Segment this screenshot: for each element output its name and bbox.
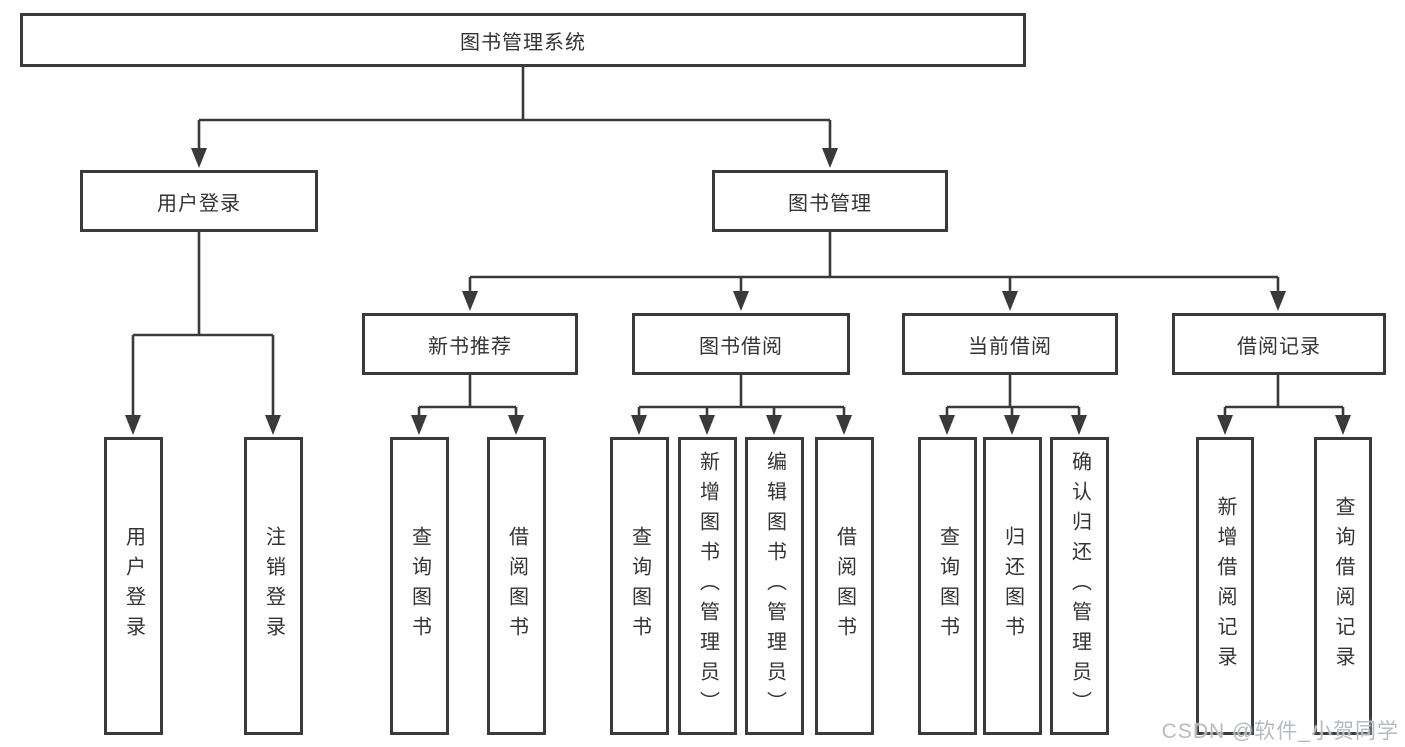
leaf-query-books-current: 查询图书 (918, 437, 977, 735)
node-current-borrow: 当前借阅 (902, 313, 1118, 375)
leaf-user-login: 用户登录 (104, 437, 163, 735)
leaf-label: 新增图书（管理员） (696, 451, 719, 721)
leaf-edit-books-admin: 编辑图书（管理员） (745, 437, 804, 735)
leaf-add-borrow-record: 新增借阅记录 (1196, 437, 1254, 735)
leaf-label: 用户登录 (122, 526, 145, 646)
leaf-add-books-admin: 新增图书（管理员） (678, 437, 737, 735)
leaf-borrow-books-recommend: 借阅图书 (487, 437, 546, 735)
leaf-query-books-recommend: 查询图书 (390, 437, 449, 735)
leaf-label: 注销登录 (262, 526, 285, 646)
leaf-query-borrow-record: 查询借阅记录 (1314, 437, 1372, 735)
leaf-label: 查询图书 (936, 526, 959, 646)
leaf-label: 借阅图书 (833, 526, 856, 646)
leaf-label: 查询图书 (628, 526, 651, 646)
node-new-book-recommend: 新书推荐 (362, 313, 578, 375)
node-user-login: 用户登录 (80, 170, 318, 232)
leaf-return-books: 归还图书 (983, 437, 1042, 735)
leaf-label: 查询借阅记录 (1332, 496, 1354, 676)
arrowheads (125, 148, 1351, 435)
leaf-logout: 注销登录 (244, 437, 303, 735)
leaf-query-books-borrow: 查询图书 (610, 437, 669, 735)
leaf-label: 归还图书 (1001, 526, 1024, 646)
leaf-borrow-books: 借阅图书 (815, 437, 874, 735)
leaf-confirm-return-admin: 确认归还（管理员） (1050, 437, 1109, 735)
node-book-borrow: 图书借阅 (632, 313, 850, 375)
node-book-management: 图书管理 (712, 170, 948, 232)
leaf-label: 新增借阅记录 (1214, 496, 1236, 676)
leaf-label: 编辑图书（管理员） (763, 451, 786, 721)
node-root: 图书管理系统 (20, 13, 1026, 67)
leaf-label: 确认归还（管理员） (1068, 451, 1091, 721)
csdn-watermark: CSDN @软件_小贺同学 (1161, 720, 1399, 743)
node-borrow-records: 借阅记录 (1172, 313, 1386, 375)
leaf-label: 查询图书 (408, 526, 431, 646)
leaf-label: 借阅图书 (505, 526, 528, 646)
